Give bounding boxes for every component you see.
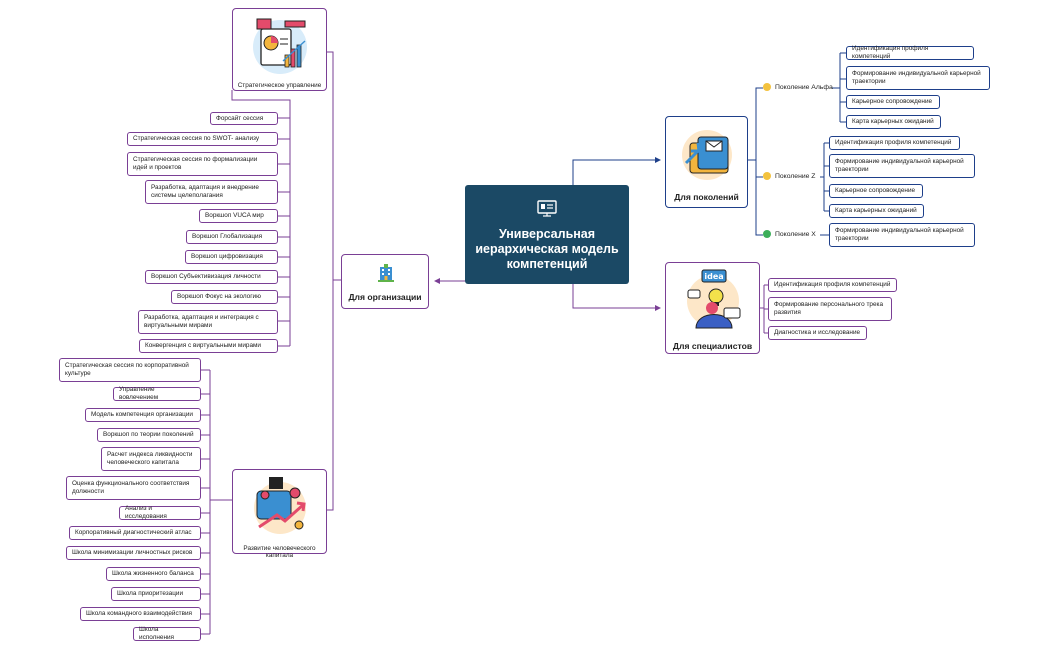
strategic-item[interactable]: Воркшоп Субъективизация личности [145,270,278,284]
generation-z-item[interactable]: Идентификация профиля компетенций [829,136,960,150]
generation-z-item[interactable]: Карта карьерных ожиданий [829,204,924,218]
strategic-item[interactable]: Конвергенция с виртуальными мирами [139,339,278,353]
human-capital-item[interactable]: Воркшоп по теории поколений [97,428,201,442]
generation-alpha-item[interactable]: Карта карьерных ожиданий [846,115,941,129]
smile-emoji-icon [763,83,771,91]
human-capital-item[interactable]: Школа командного взаимодействия [80,607,201,621]
central-topic-title: Универсальная иерархическая модель компе… [475,227,619,271]
generations-node-label: Для поколений [674,192,739,202]
specialists-item[interactable]: Формирование персонального трека развити… [768,297,892,321]
human-capital-item[interactable]: Оценка функционального соответствия долж… [66,476,201,500]
human-capital-item[interactable]: Анализ и исследования [119,505,201,520]
generation-alpha[interactable]: Поколение Альфа [763,83,833,91]
human-capital-item[interactable]: Стратегическая сессия по корпоративной к… [59,358,201,382]
generation-z-label: Поколение Z [775,172,816,180]
generation-alpha-item[interactable]: Формирование индивидуальной карьерной тр… [846,66,990,90]
strategic-node-label: Стратегическое управление [237,82,322,89]
svg-text:idea: idea [704,272,723,281]
org-node[interactable]: Для организации [341,254,429,309]
central-topic[interactable]: Универсальная иерархическая модель компе… [465,185,629,284]
specialists-item[interactable]: Диагностика и исследование [768,326,867,340]
generation-alpha-item[interactable]: Карьерное сопровождение [846,95,940,109]
strategic-item[interactable]: Воркшоп VUCA мир [199,209,278,223]
strategy-chart-illustration [253,18,307,74]
strategic-node[interactable]: Стратегическое управление [232,8,327,91]
generation-x[interactable]: Поколение X [763,230,816,238]
strategic-item[interactable]: Стратегическая сессия по SWOT- анализу [127,132,278,146]
office-building-icon [378,264,394,282]
specialists-node[interactable]: idea Для специалистов [665,262,760,354]
human-capital-item[interactable]: Школа жизненного баланса [106,567,201,581]
generation-z[interactable]: Поколение Z [763,172,815,180]
human-capital-item[interactable]: Модель компетенция организации [85,408,201,422]
human-capital-node[interactable]: Развитие человеческого капитала [232,469,327,559]
generation-z-item[interactable]: Формирование индивидуальной карьерной тр… [829,154,975,178]
strategic-item[interactable]: Разработка, адаптация и интеграция с вир… [138,310,278,334]
specialists-node-label: Для специалистов [672,341,753,351]
generation-alpha-label: Поколение Альфа [775,83,833,91]
strategic-item[interactable]: Разработка, адаптация и внедрение систем… [145,180,278,204]
human-capital-item[interactable]: Школа минимизации личностных рисков [66,546,201,560]
human-capital-item[interactable]: Школа исполнения [133,626,201,641]
generations-node[interactable]: Для поколений [665,116,748,208]
folder-mail-illustration [682,130,732,180]
generation-x-item[interactable]: Формирование индивидуальной карьерной тр… [829,223,975,247]
human-capital-item[interactable]: Корпоративный диагностический атлас [69,526,201,540]
smile-emoji-icon [763,172,771,180]
strategic-item[interactable]: Воркшоп Фокус на экологию [171,290,278,304]
generation-z-item[interactable]: Карьерное сопровождение [829,184,923,198]
human-capital-item[interactable]: Управление вовлечением [113,386,201,401]
strategic-item[interactable]: Форсайт сессия [210,112,278,125]
strategic-item[interactable]: Стратегическая сессия по формализации ид… [127,152,278,176]
generation-x-label: Поколение X [775,230,816,238]
human-capital-node-label: Развитие человеческого капитала [243,545,316,559]
strategic-item[interactable]: Воркшоп цифровизация [185,250,278,264]
strategic-item[interactable]: Воркшоп Глобализация [186,230,278,244]
generation-alpha-item[interactable]: Идентификация профиля компетенций [846,45,974,60]
presentation-icon [537,200,557,217]
growth-puzzle-illustration [254,477,306,534]
human-capital-item[interactable]: Расчет индекса ликвидности человеческого… [101,447,201,471]
idea-person-illustration: idea [687,269,741,329]
specialists-item[interactable]: Идентификация профиля компетенций [768,278,897,292]
org-node-label: Для организации [348,292,422,302]
human-capital-item[interactable]: Школа приоритезации [111,587,201,601]
check-badge-icon [763,230,771,238]
